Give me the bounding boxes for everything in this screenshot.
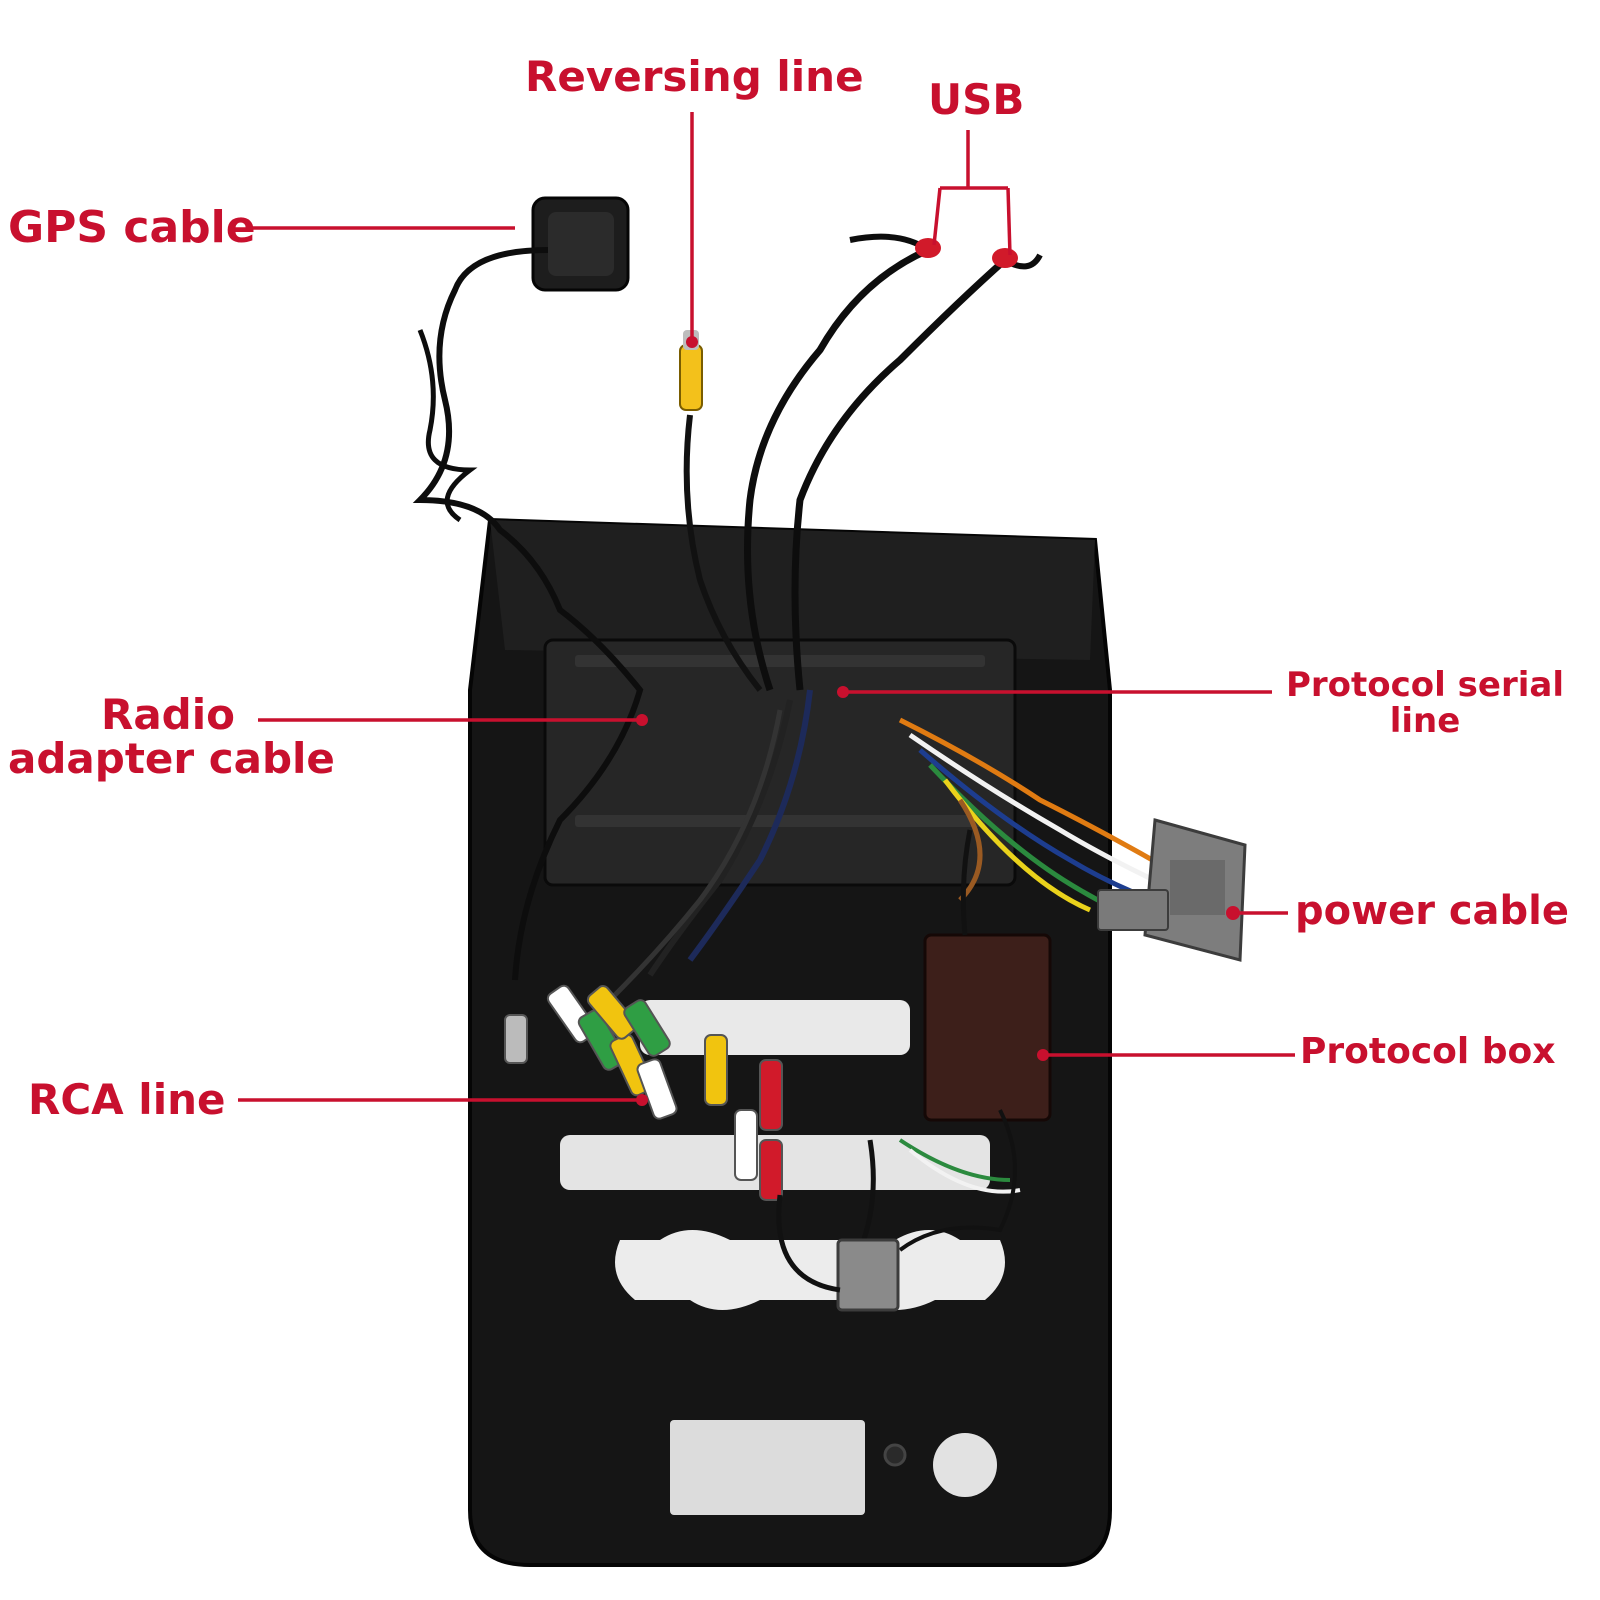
protocol-serial-line-label: Protocol serial line bbox=[1280, 665, 1570, 741]
power-cable-label: power cable bbox=[1295, 888, 1570, 934]
protocol-box-label: Protocol box bbox=[1300, 1031, 1556, 1072]
radio-adapter-cable-label: Radio adapter cable bbox=[8, 690, 335, 784]
gps-antenna bbox=[412, 196, 644, 981]
protocol-box bbox=[923, 933, 1052, 1122]
reversing-line-cable bbox=[679, 330, 763, 692]
leader-lines bbox=[238, 112, 1295, 1106]
head-unit-back-panel bbox=[543, 638, 1017, 887]
rca-bundle bbox=[504, 689, 813, 1201]
frame-slot-upper bbox=[640, 1000, 910, 1055]
radio-adapter-cable-label-line-2: adapter cable bbox=[8, 734, 335, 784]
usb-label: USB bbox=[928, 75, 1025, 124]
protocol-serial-line-label-line-2: line bbox=[1389, 700, 1461, 741]
power-cable-connector bbox=[1097, 818, 1247, 962]
protocol-serial-line-label-line-1: Protocol serial bbox=[1286, 665, 1564, 705]
frame-slot-lower bbox=[615, 1230, 1005, 1310]
rca-line-label: RCA line bbox=[28, 1075, 226, 1124]
radio-adapter-cable-label-line-1: Radio bbox=[101, 690, 235, 739]
bottom-cutout bbox=[670, 1420, 865, 1515]
reversing-line-label: Reversing line bbox=[525, 52, 864, 101]
gps-cable-label: GPS cable bbox=[8, 202, 256, 253]
bottom-knob-hole bbox=[933, 1433, 997, 1497]
lower-harness bbox=[776, 1109, 1021, 1312]
